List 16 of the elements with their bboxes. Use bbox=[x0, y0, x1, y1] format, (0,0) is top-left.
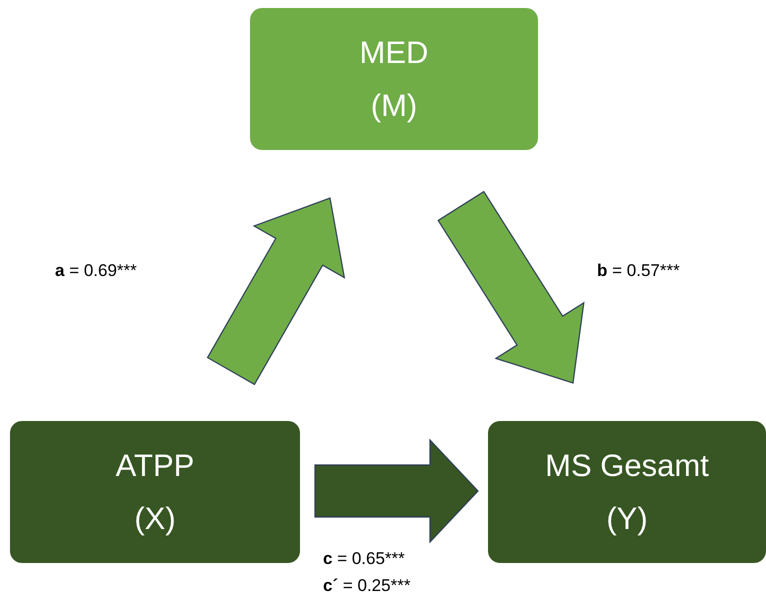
coefficient-label: a = 0.69*** bbox=[55, 262, 137, 279]
box-text: MS Gesamt bbox=[545, 450, 709, 481]
variable-box bbox=[488, 421, 766, 563]
box-text: (M) bbox=[370, 90, 418, 121]
box-text: ATPP bbox=[116, 450, 194, 481]
box-text: (X) bbox=[134, 503, 176, 534]
variable-box bbox=[10, 421, 300, 563]
block-arrow bbox=[314, 438, 479, 544]
box-text: MED bbox=[360, 37, 428, 68]
coefficient-label: c´ = 0.25*** bbox=[323, 577, 410, 594]
coefficient-label: c = 0.65*** bbox=[323, 550, 405, 567]
block-arrow bbox=[206, 197, 346, 386]
coefficient-label: b = 0.57*** bbox=[597, 262, 680, 279]
block-arrow bbox=[437, 190, 585, 384]
variable-box bbox=[250, 8, 538, 150]
box-text: (Y) bbox=[606, 503, 648, 534]
